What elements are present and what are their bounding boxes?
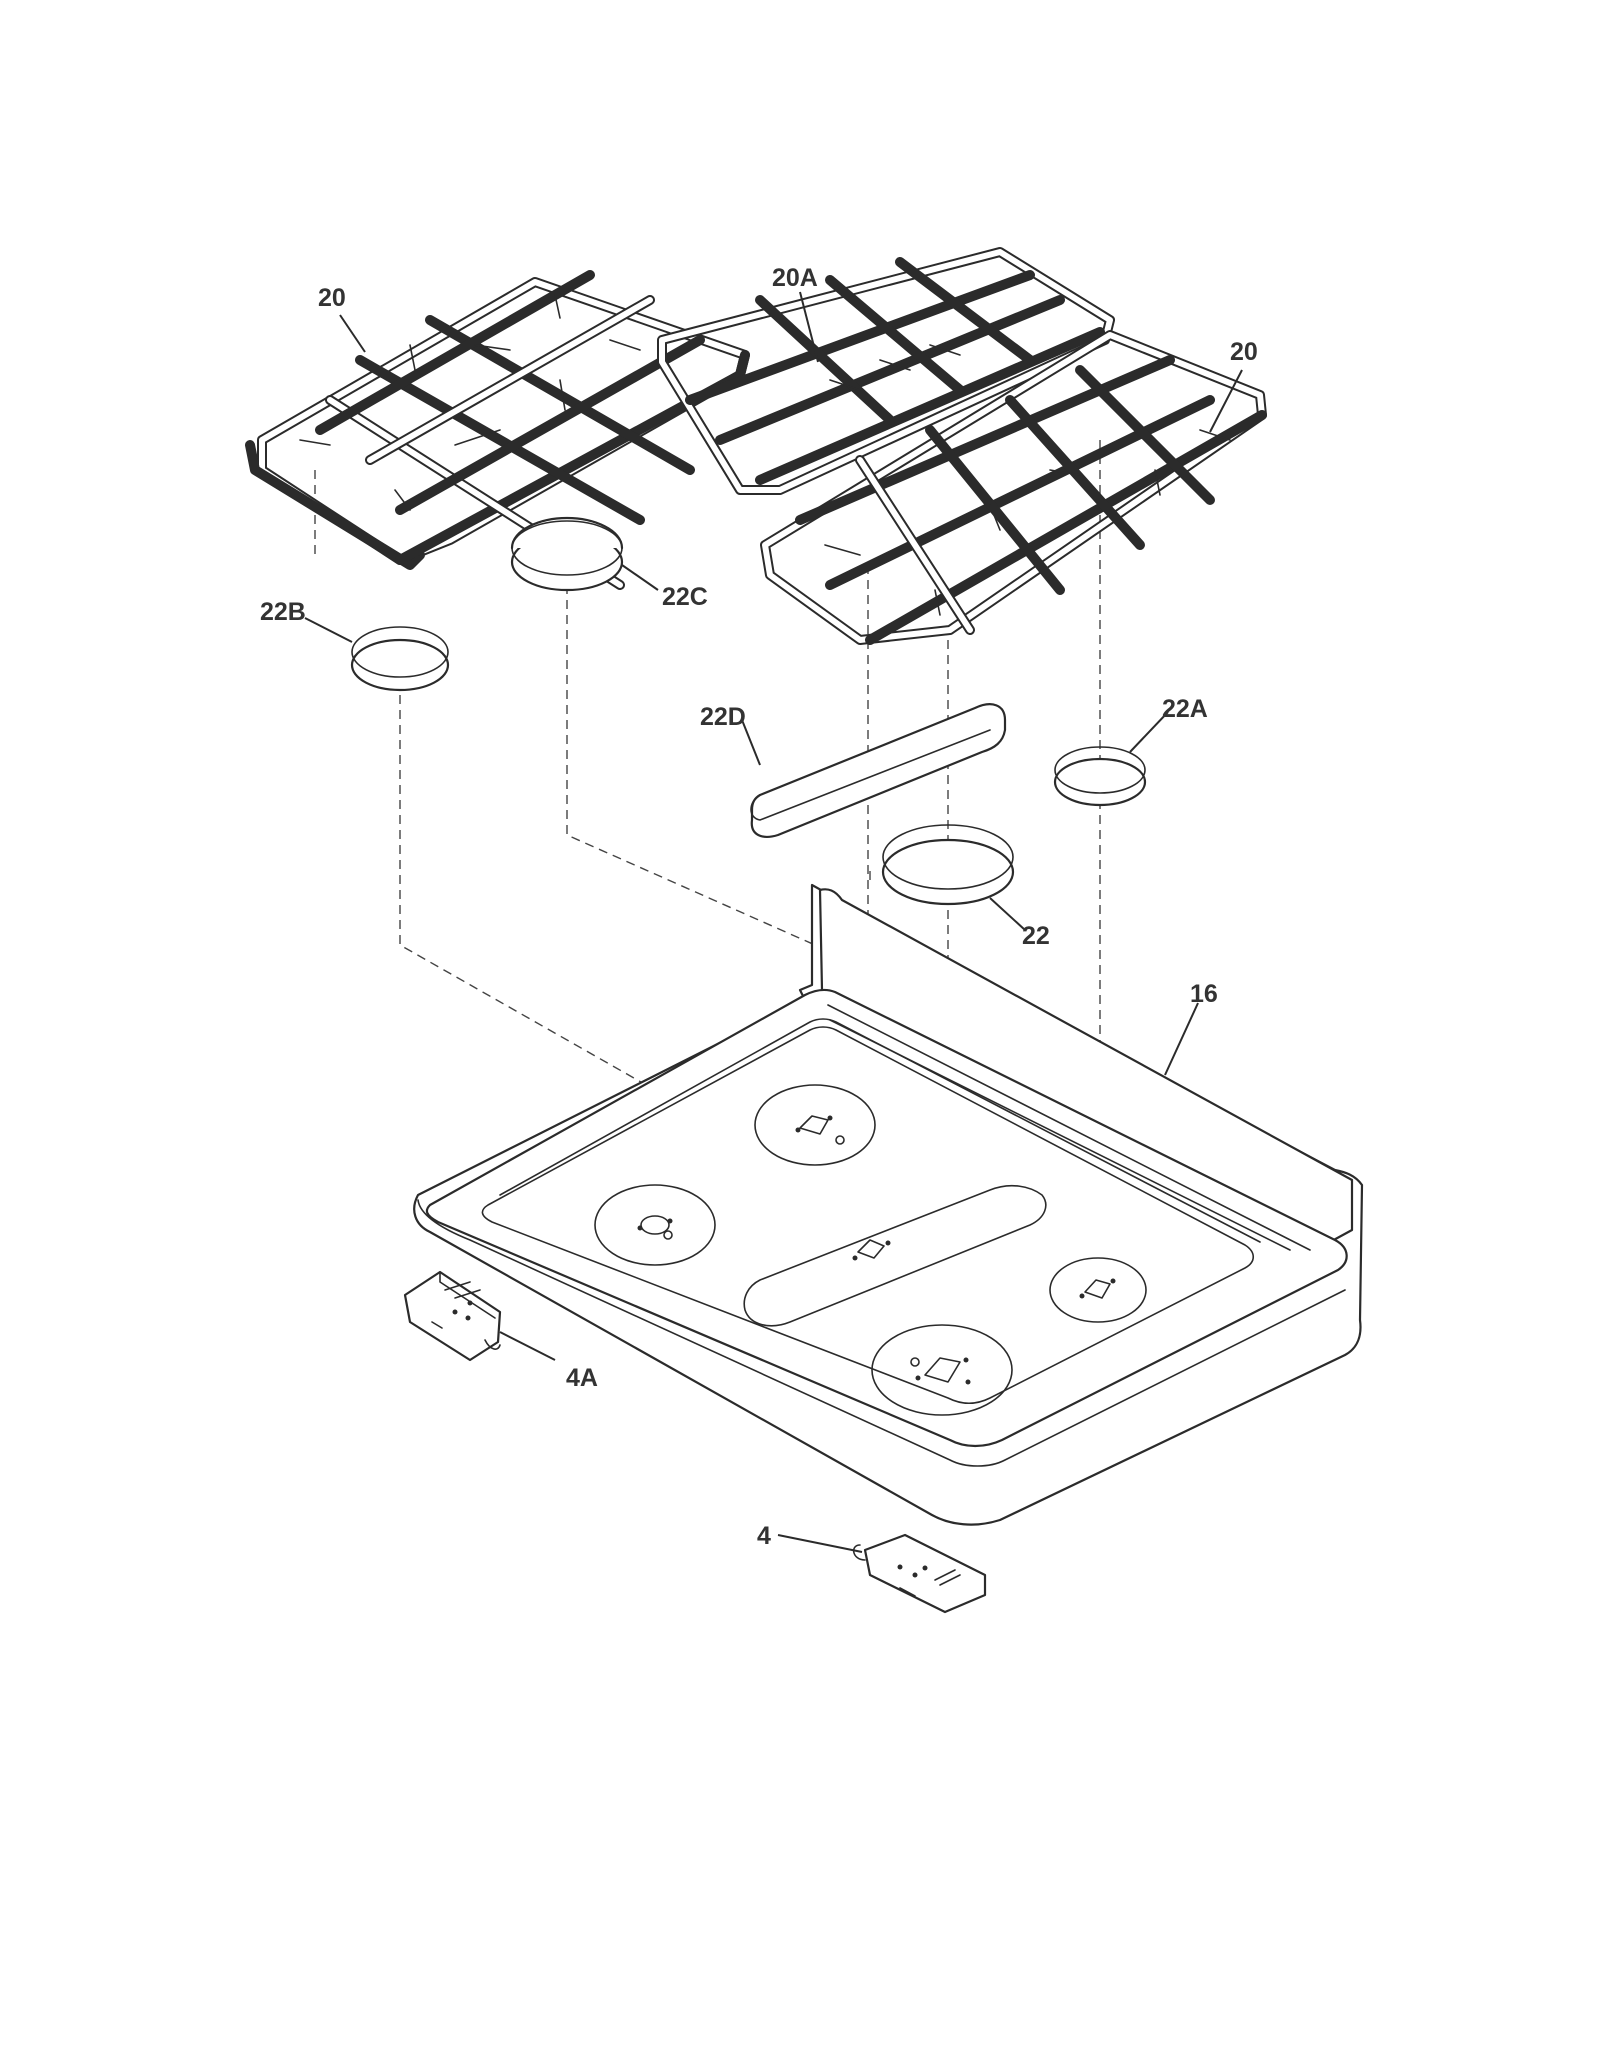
burner-right-rear [1049, 1257, 1147, 1323]
burner-cap-22a[interactable] [1053, 746, 1147, 807]
callout-grate-right: 20 [1230, 338, 1258, 366]
bracket-4[interactable] [852, 1533, 987, 1614]
burner-cap-22d[interactable] [750, 703, 1007, 838]
callout-cap-22a: 22A [1162, 695, 1208, 723]
leader-lines [304, 291, 1243, 1553]
bracket-4a[interactable] [403, 1270, 502, 1362]
callout-cap-22b: 22B [260, 598, 306, 626]
burner-center-oval [743, 1184, 1047, 1327]
burner-left-front [594, 1184, 716, 1266]
burner-cap-22[interactable] [881, 824, 1015, 906]
burner-left-rear [754, 1084, 876, 1166]
burner-cap-22c[interactable] [510, 516, 624, 592]
callout-grate-center: 20A [772, 264, 818, 292]
burner-cap-22b[interactable] [350, 626, 450, 692]
grate-right[interactable] [760, 330, 1267, 645]
burner-right-front [871, 1324, 1013, 1416]
callout-bracket-4: 4 [757, 1522, 771, 1550]
callout-cooktop: 16 [1190, 980, 1218, 1008]
callout-cap-22c: 22C [662, 583, 708, 611]
callout-labels: 20 20A 20 22B 22C 22D 22A 22 16 4A 4 [260, 264, 1258, 1550]
callout-cap-22: 22 [1022, 922, 1050, 950]
callout-bracket-4a: 4A [566, 1364, 598, 1392]
callout-grate-left: 20 [318, 284, 346, 312]
grate-left[interactable] [245, 270, 750, 590]
cooktop-main-top[interactable] [413, 883, 1364, 1526]
callout-cap-22d: 22D [700, 703, 746, 731]
grate-center[interactable] [657, 247, 1115, 495]
